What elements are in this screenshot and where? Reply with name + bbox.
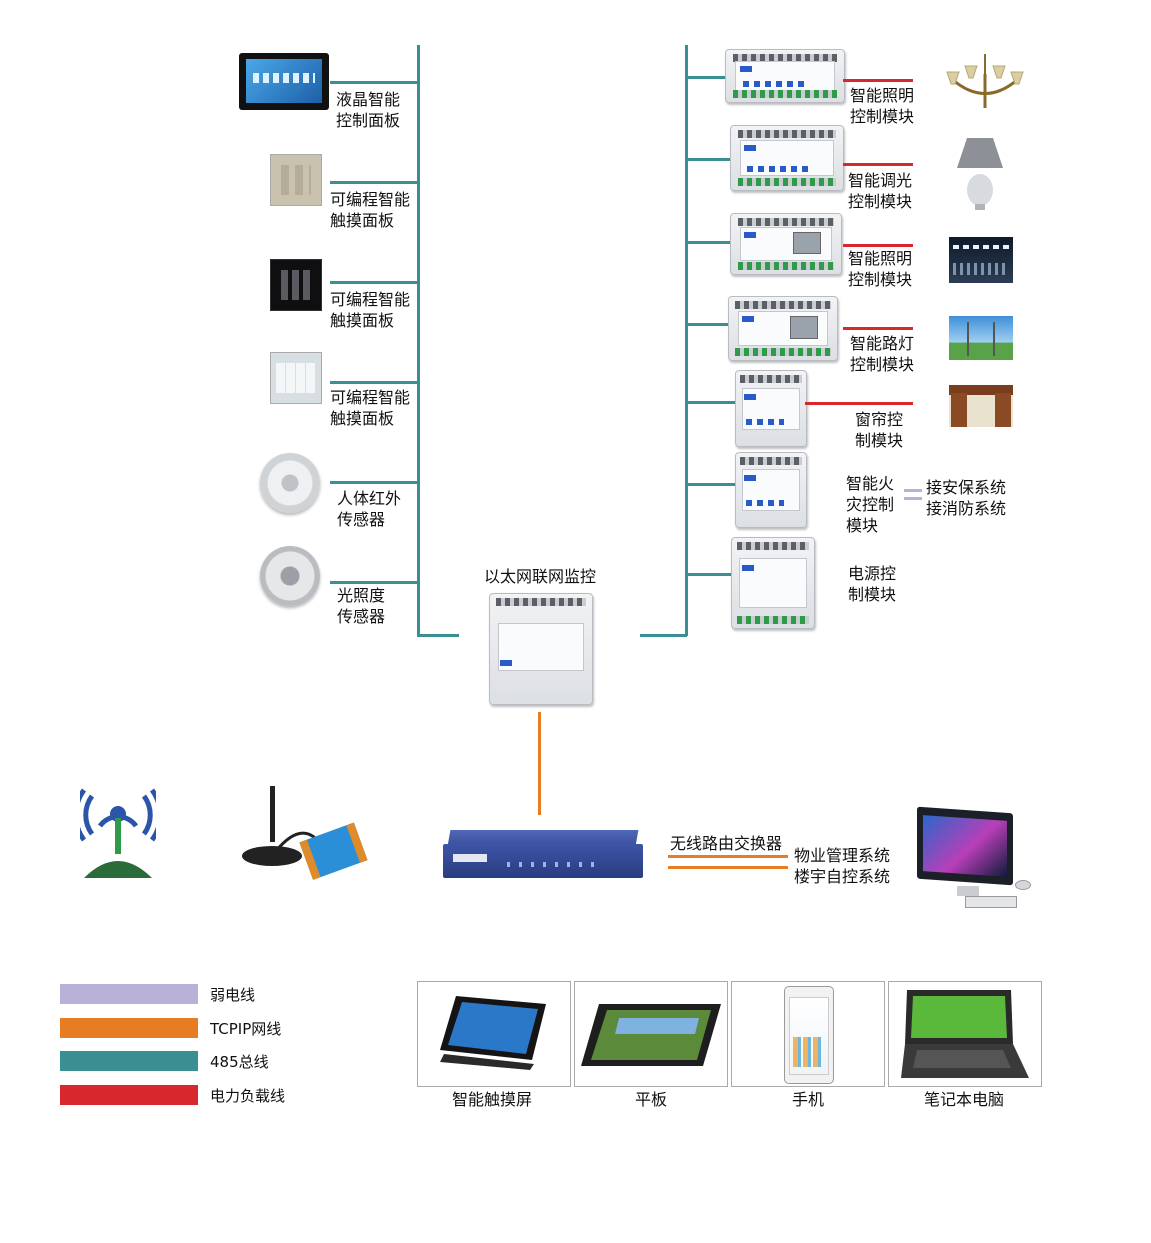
power-load-line <box>805 402 913 405</box>
weak-current-line <box>904 489 922 492</box>
terminal-label: 笔记本电脑 <box>924 1090 1005 1109</box>
pir-sensor-icon <box>260 453 320 513</box>
laptop-icon <box>899 988 1031 1082</box>
security-system-link: 接安保系统 <box>926 478 1007 497</box>
touch-screen-terminal-icon <box>434 994 554 1072</box>
left-device-label: 可编程智能 触摸面板 <box>330 290 411 330</box>
right-branch <box>686 401 736 404</box>
legend-label: TCPIP网线 <box>210 1020 282 1038</box>
legend-label: 485总线 <box>210 1053 269 1071</box>
tcpip-line <box>538 712 541 815</box>
terminal-card <box>731 981 885 1087</box>
terminal-label: 智能触摸屏 <box>452 1090 533 1109</box>
curtain-control-module <box>735 370 807 447</box>
router-icon <box>443 830 643 878</box>
fire-system-link: 接消防系统 <box>926 499 1007 518</box>
terminal-label: 平板 <box>635 1090 668 1109</box>
left-bus-tail <box>417 634 459 637</box>
right-module-label: 智能路灯 控制模块 <box>850 334 915 374</box>
right-branch <box>686 483 736 486</box>
dimming-control-module <box>730 125 844 191</box>
terminal-card <box>888 981 1042 1087</box>
right-module-label: 电源控 制模块 <box>848 564 897 604</box>
right-branch <box>686 573 732 576</box>
ethernet-gateway-module <box>489 593 593 705</box>
right-module-label: 智能调光 控制模块 <box>848 171 913 211</box>
right-module-label: 智能照明 控制模块 <box>850 86 915 126</box>
right-branch <box>686 241 730 244</box>
mobile-phone-icon <box>784 986 834 1084</box>
hall-lighting-icon <box>949 237 1013 283</box>
left-device-label: 人体红外 传感器 <box>337 489 402 529</box>
left-branch <box>330 281 418 284</box>
left-branch <box>330 581 418 584</box>
left-device-label: 液晶智能 控制面板 <box>336 90 401 130</box>
tcpip-line <box>668 855 788 858</box>
touch-panel-icon <box>270 259 322 311</box>
wireless-signal-icon <box>73 778 163 882</box>
router-label: 无线路由交换器 <box>670 834 783 853</box>
tablet-icon <box>579 1000 723 1070</box>
table-lamp-icon <box>955 134 1005 212</box>
gsm-module-icon <box>232 786 368 890</box>
touch-panel-icon <box>270 352 322 404</box>
weak-current-line <box>904 497 922 500</box>
left-branch <box>330 481 418 484</box>
legend-swatch-power <box>60 1085 198 1105</box>
left-485-bus <box>417 45 420 636</box>
left-branch <box>330 181 418 184</box>
left-device-label: 光照度 传感器 <box>337 586 386 626</box>
lighting-control-module <box>725 49 845 103</box>
terminal-card <box>574 981 728 1087</box>
legend-label: 弱电线 <box>210 986 256 1004</box>
lcd-panel-icon <box>239 53 329 110</box>
desktop-computer-icon <box>915 806 1033 912</box>
light-sensor-icon <box>260 546 320 606</box>
right-485-bus <box>685 45 688 636</box>
terminal-label: 手机 <box>792 1090 825 1109</box>
right-branch <box>686 158 730 161</box>
fire-control-module <box>735 452 807 528</box>
system-label: 物业管理系统 <box>794 846 891 865</box>
touch-panel-icon <box>270 154 322 206</box>
power-load-line <box>843 244 913 247</box>
system-label: 楼宇自控系统 <box>794 867 891 886</box>
router-brand-badge <box>453 854 487 862</box>
power-load-line <box>843 327 913 330</box>
power-load-line <box>843 163 913 166</box>
left-device-label: 可编程智能 触摸面板 <box>330 190 411 230</box>
right-branch <box>686 76 726 79</box>
right-branch <box>686 323 728 326</box>
right-bus-tail <box>640 634 687 637</box>
power-load-line <box>843 79 913 82</box>
street-light-icon <box>949 316 1013 360</box>
right-module-label: 智能火 灾控制 模块 <box>846 474 895 535</box>
curtain-icon <box>949 385 1013 427</box>
lighting-control-module <box>730 213 842 275</box>
chandelier-icon <box>945 52 1025 116</box>
legend-swatch-tcpip <box>60 1018 198 1038</box>
legend-swatch-weak <box>60 984 198 1004</box>
legend-label: 电力负载线 <box>210 1087 286 1105</box>
right-module-label: 窗帘控 制模块 <box>855 410 904 450</box>
legend-swatch-485 <box>60 1051 198 1071</box>
right-module-label: 智能照明 控制模块 <box>848 249 913 289</box>
terminal-card <box>417 981 571 1087</box>
gateway-label: 以太网联网监控 <box>484 567 597 586</box>
left-device-label: 可编程智能 触摸面板 <box>330 388 411 428</box>
left-branch <box>330 381 418 384</box>
left-branch <box>330 81 418 84</box>
tcpip-line <box>668 866 788 869</box>
street-light-control-module <box>728 296 838 361</box>
power-control-module <box>731 537 815 629</box>
